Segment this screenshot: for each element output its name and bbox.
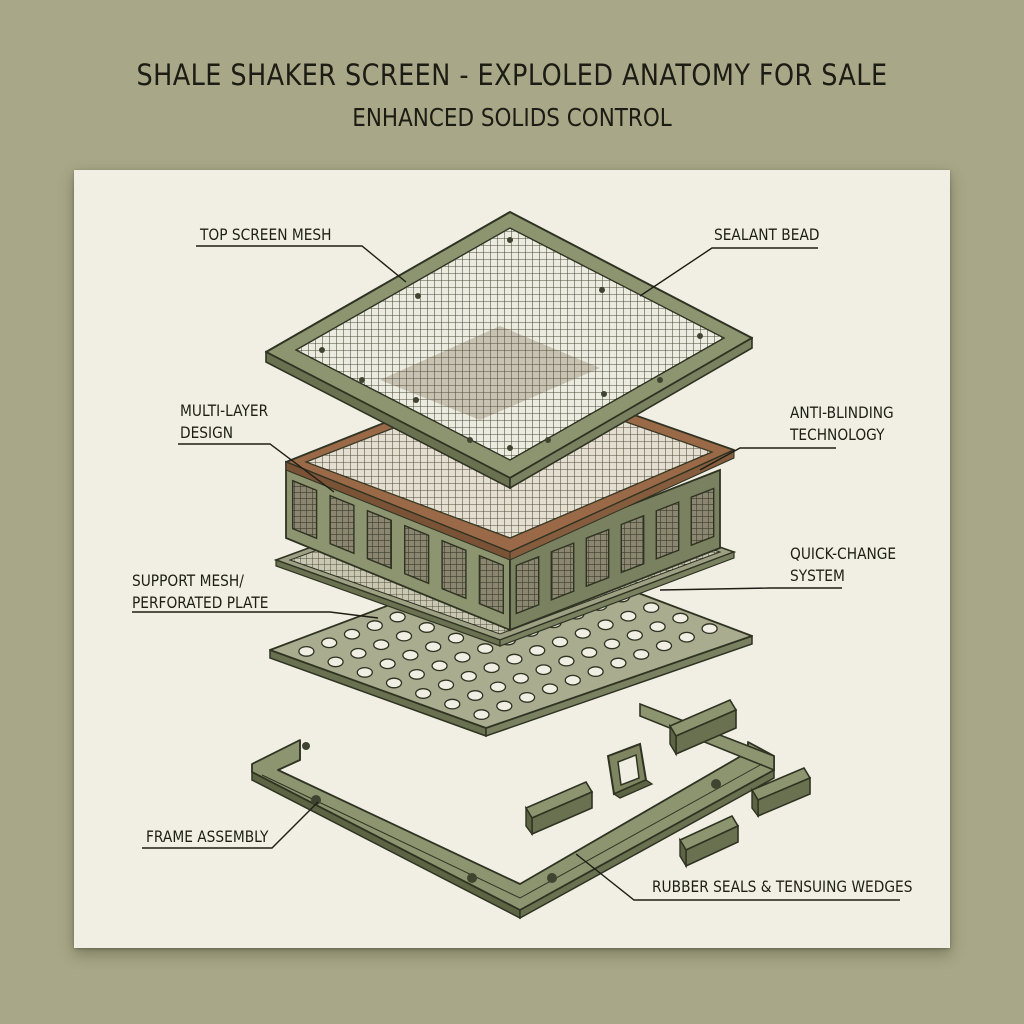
perforation-hole — [655, 640, 673, 652]
frame-window — [366, 509, 392, 570]
frame-window — [585, 528, 610, 588]
perforation-hole — [626, 629, 643, 641]
perforation-hole — [389, 611, 406, 623]
frame-window — [292, 479, 318, 540]
label-top-screen-mesh: TOP SCREEN MESH — [200, 225, 332, 244]
perforation-hole — [373, 639, 390, 651]
top-screen — [265, 211, 753, 490]
perforation-hole — [672, 612, 689, 624]
perforation-hole — [437, 679, 455, 691]
perforation-hole — [518, 691, 536, 703]
perforation-hole — [529, 645, 546, 656]
perforation-hole — [350, 647, 367, 659]
perforation-hole — [541, 683, 559, 695]
perforation-hole — [321, 637, 338, 649]
frame-window — [478, 554, 504, 615]
perforation-hole — [603, 638, 621, 650]
frame-window — [515, 555, 540, 615]
label-sealant-bead: SEALANT BEAD — [714, 225, 820, 244]
perforation-hole — [473, 709, 490, 721]
label-support-mesh: SUPPORT MESH/ PERFORATED PLATE — [132, 571, 269, 612]
perforation-hole — [298, 645, 315, 657]
perforation-hole — [385, 677, 403, 689]
perforation-hole — [408, 668, 425, 680]
perforation-hole — [649, 621, 666, 633]
perforation-hole — [477, 643, 494, 655]
perforation-hole — [678, 631, 695, 643]
label-frame-assembly: FRAME ASSEMBLY — [146, 827, 269, 846]
perforation-hole — [535, 664, 552, 676]
perforation-hole — [444, 698, 461, 710]
perforation-hole — [366, 620, 383, 632]
frame-assembly — [251, 702, 775, 920]
perforation-hole — [356, 666, 373, 678]
perforation-hole — [418, 622, 435, 633]
frame-window — [655, 501, 680, 560]
perforation-hole — [558, 655, 575, 667]
perforation-hole — [379, 658, 396, 670]
perforation-hole — [327, 656, 344, 668]
page-subtitle: ENHANCED SOLIDS CONTROL — [352, 103, 672, 132]
perforation-hole — [425, 641, 442, 653]
perforation-hole — [467, 690, 484, 701]
label-multi-layer-design: MULTI-LAYER DESIGN — [180, 401, 269, 442]
leader-lines — [132, 245, 900, 901]
perforation-hole — [597, 619, 614, 631]
perforation-hole — [581, 647, 598, 658]
frame-window — [620, 514, 645, 574]
perforation-hole — [620, 610, 637, 622]
perforation-hole — [551, 636, 569, 648]
perforation-hole — [483, 662, 500, 674]
frame-window — [550, 542, 575, 601]
perforation-hole — [343, 628, 361, 640]
perforation-hole — [447, 632, 465, 644]
perforation-hole — [633, 648, 650, 660]
label-quick-change: QUICK-CHANGE SYSTEM — [790, 544, 897, 585]
frame-window — [441, 539, 467, 600]
page-title: SHALE SHAKER SCREEN - EXPLOLED ANATOMY F… — [136, 58, 888, 92]
perforation-hole — [574, 627, 591, 639]
perforation-hole — [431, 660, 448, 672]
perforation-hole — [512, 672, 529, 684]
perforation-hole — [610, 657, 627, 669]
perforation-hole — [489, 681, 507, 693]
perforation-hole — [496, 700, 513, 712]
frame-window — [404, 524, 430, 585]
rubber-seals-wedges — [524, 698, 812, 869]
frame-window — [329, 494, 355, 555]
label-rubber-seals: RUBBER SEALS & TENSUING WEDGES — [652, 877, 913, 896]
frame-window — [690, 487, 715, 547]
perforation-hole — [395, 630, 413, 642]
perforation-hole — [402, 649, 419, 661]
label-anti-blinding: ANTI-BLINDING TECHNOLOGY — [790, 403, 894, 444]
perforation-hole — [701, 623, 718, 635]
perforation-hole — [643, 602, 660, 614]
perforation-hole — [564, 674, 581, 686]
perforation-hole — [587, 666, 604, 678]
perforation-hole — [506, 653, 523, 665]
perforation-hole — [460, 670, 477, 682]
perforation-hole — [415, 688, 432, 699]
perforation-hole — [454, 651, 471, 663]
